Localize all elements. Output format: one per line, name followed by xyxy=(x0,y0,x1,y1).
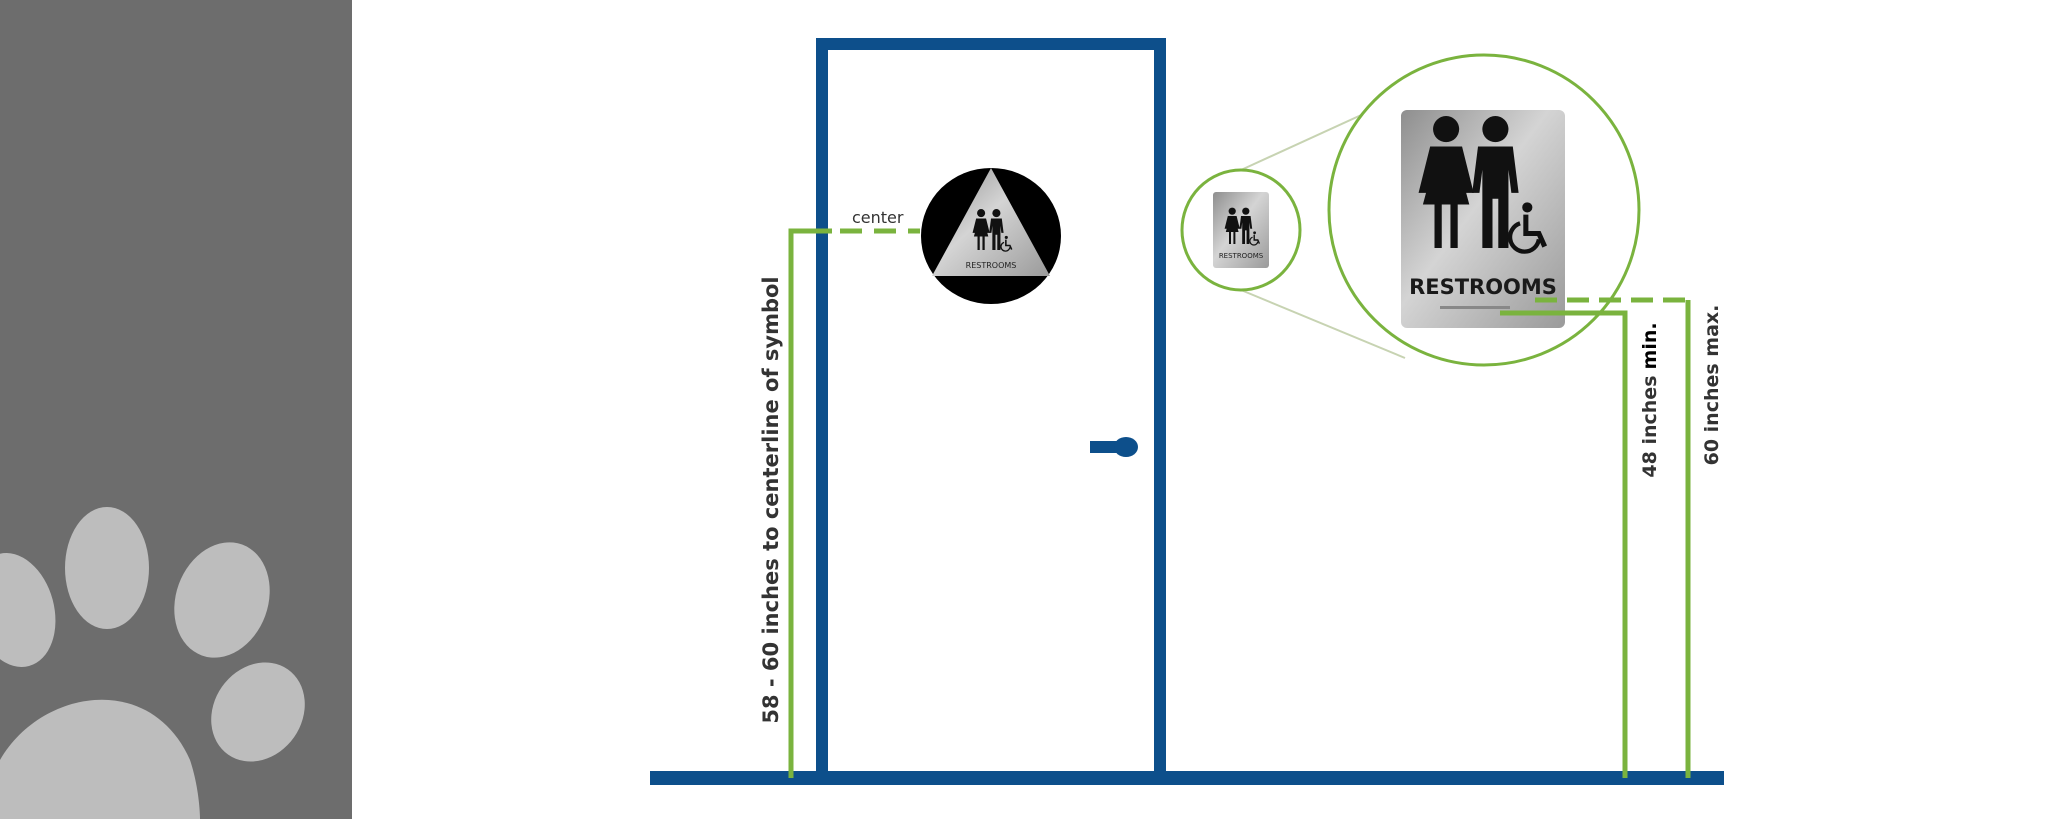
small-sign-text: RESTROOMS xyxy=(1219,252,1264,260)
max-dimension-label: 60 inches max. xyxy=(1701,305,1723,466)
left-dimension-label: 58 - 60 inches to centerline of symbol xyxy=(759,276,783,723)
sign-text: RESTROOMS xyxy=(1409,275,1557,299)
floor-line xyxy=(650,771,1724,785)
door-handle-icon xyxy=(1090,437,1138,457)
side-panel xyxy=(0,0,352,819)
door-sign-text: RESTROOMS xyxy=(966,261,1017,270)
left-dimension-guide xyxy=(788,228,920,778)
right-dimension-guides xyxy=(1500,297,1691,778)
magnified-sign: RESTROOMS xyxy=(1327,53,1641,367)
small-wall-sign: RESTROOMS xyxy=(1180,168,1302,292)
door xyxy=(816,38,1166,778)
min-dimension-label: 48 inchesmin. xyxy=(1639,322,1661,477)
braille-dots xyxy=(1440,306,1510,309)
paw-print-icon xyxy=(0,507,305,819)
center-label: center xyxy=(852,208,904,227)
door-sign: RESTROOMS xyxy=(921,168,1061,304)
